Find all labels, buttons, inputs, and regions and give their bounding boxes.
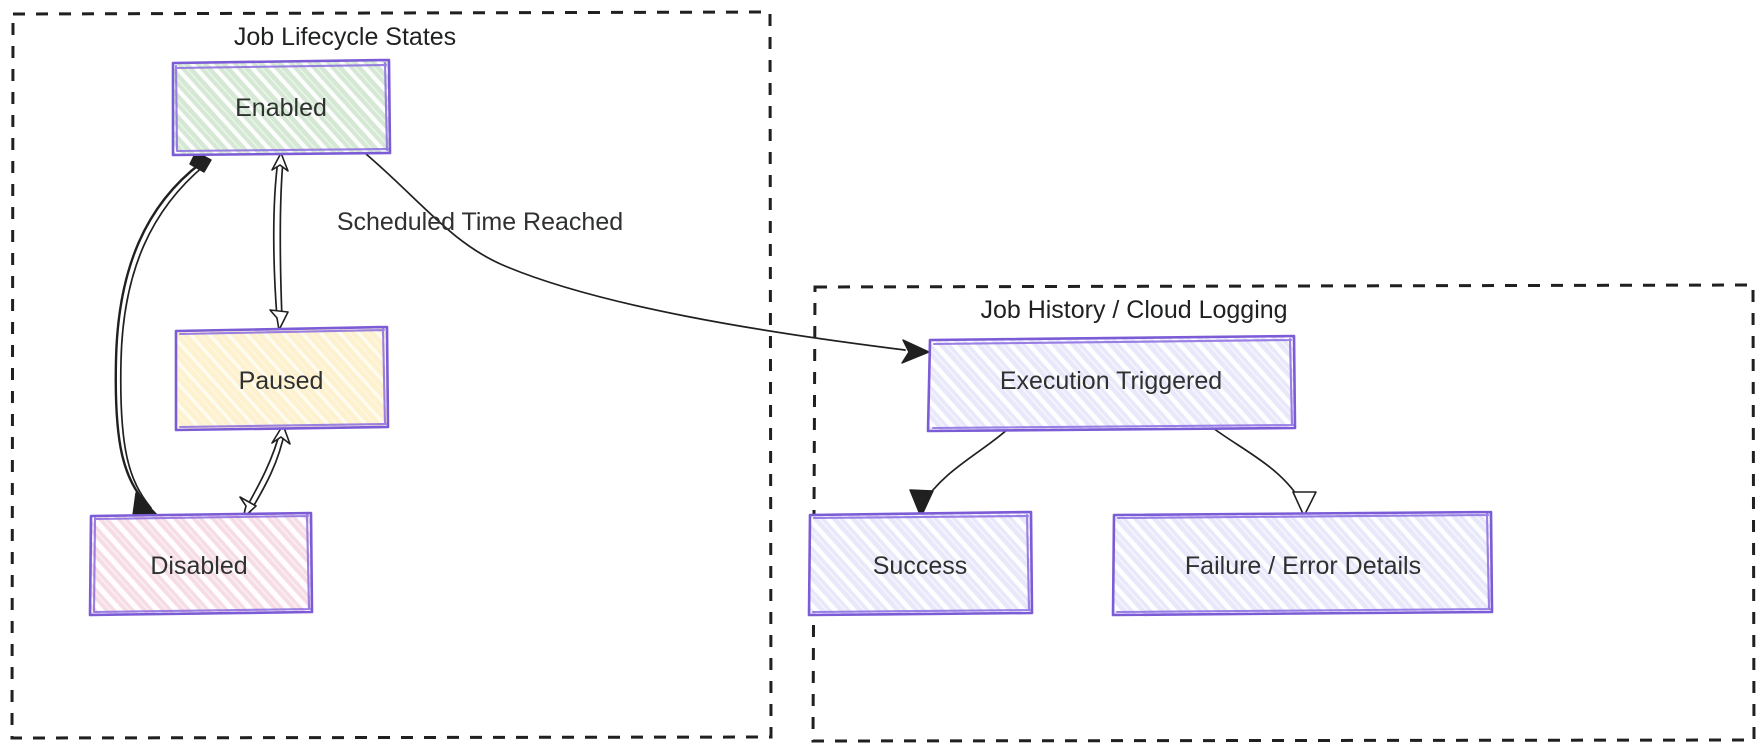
node-failure-border <box>1111 510 1494 617</box>
node-enabled-border <box>171 58 392 157</box>
node-disabled-border-sketch <box>92 513 312 614</box>
node-label-paused: Paused <box>239 367 324 395</box>
arrowhead-enabled-to-triggered <box>901 339 930 364</box>
edge-path-enabled-to-paused <box>272 159 279 319</box>
node-paused-border <box>174 325 390 432</box>
cluster-border-lifecycle <box>10 10 773 740</box>
node-failure-border-sketch <box>1115 512 1492 614</box>
node-failure-fill <box>1113 512 1492 614</box>
cluster-title-lifecycle: Job Lifecycle States <box>234 23 456 51</box>
arrowhead-disabled-to-enabled <box>189 151 212 173</box>
arrowhead-triggered-to-success <box>909 489 934 518</box>
node-execution-triggered[interactable]: Execution Triggered <box>926 334 1297 433</box>
edge-paused-disabled <box>239 424 291 519</box>
node-label-failure-error-details: Failure / Error Details <box>1185 552 1421 580</box>
edge-triggered-success <box>909 427 1010 518</box>
node-execution-triggered-border <box>926 334 1297 433</box>
edge-path-triggered-to-success <box>921 427 1010 506</box>
node-paused-fill <box>176 327 388 429</box>
node-execution-triggered-fill <box>929 336 1295 430</box>
edge-path-enabled-to-triggered <box>365 153 906 351</box>
node-label-disabled: Disabled <box>150 552 247 580</box>
edge-path-enabled-to-disabled-2 <box>119 164 206 509</box>
edge-path-enabled-to-disabled <box>114 161 203 507</box>
edge-path-paused-to-enabled <box>279 160 284 320</box>
edge-path-triggered-to-failure <box>1212 427 1304 506</box>
node-paused-border-sketch <box>178 327 388 429</box>
node-success[interactable]: Success <box>807 510 1034 617</box>
node-enabled[interactable]: Enabled <box>171 58 392 157</box>
edge-enabled-paused <box>269 152 289 331</box>
arrowhead-disabled-to-paused <box>271 424 291 445</box>
node-paused[interactable]: Paused <box>174 325 390 432</box>
node-enabled-border-sketch <box>174 61 390 153</box>
edge-path-paused-to-disabled <box>249 429 286 513</box>
node-success-border <box>807 510 1034 617</box>
node-success-border-sketch <box>811 513 1032 614</box>
arrowhead-enabled-to-paused <box>269 309 289 331</box>
node-enabled-fill <box>173 61 390 154</box>
cluster-title-history: Job History / Cloud Logging <box>980 296 1287 324</box>
cluster-job-lifecycle-states: Job Lifecycle States <box>10 10 773 740</box>
arrowhead-triggered-to-failure <box>1292 491 1317 517</box>
node-disabled-fill <box>90 513 312 614</box>
edge-enabled-disabled <box>114 151 212 519</box>
node-success-fill <box>809 513 1032 614</box>
node-execution-triggered-border-sketch <box>931 337 1295 430</box>
edge-triggered-failure <box>1212 427 1317 517</box>
edge-enabled-execution-triggered: Scheduled Time Reached <box>337 153 930 364</box>
node-label-success: Success <box>873 552 967 580</box>
node-label-execution-triggered: Execution Triggered <box>1000 367 1222 395</box>
node-label-enabled: Enabled <box>235 94 327 122</box>
node-disabled[interactable]: Disabled <box>88 511 314 617</box>
arrowhead-paused-to-enabled <box>271 152 289 172</box>
node-failure-error-details[interactable]: Failure / Error Details <box>1111 510 1494 617</box>
node-disabled-border <box>88 511 314 617</box>
edge-label-scheduled-time-reached: Scheduled Time Reached <box>337 208 623 236</box>
